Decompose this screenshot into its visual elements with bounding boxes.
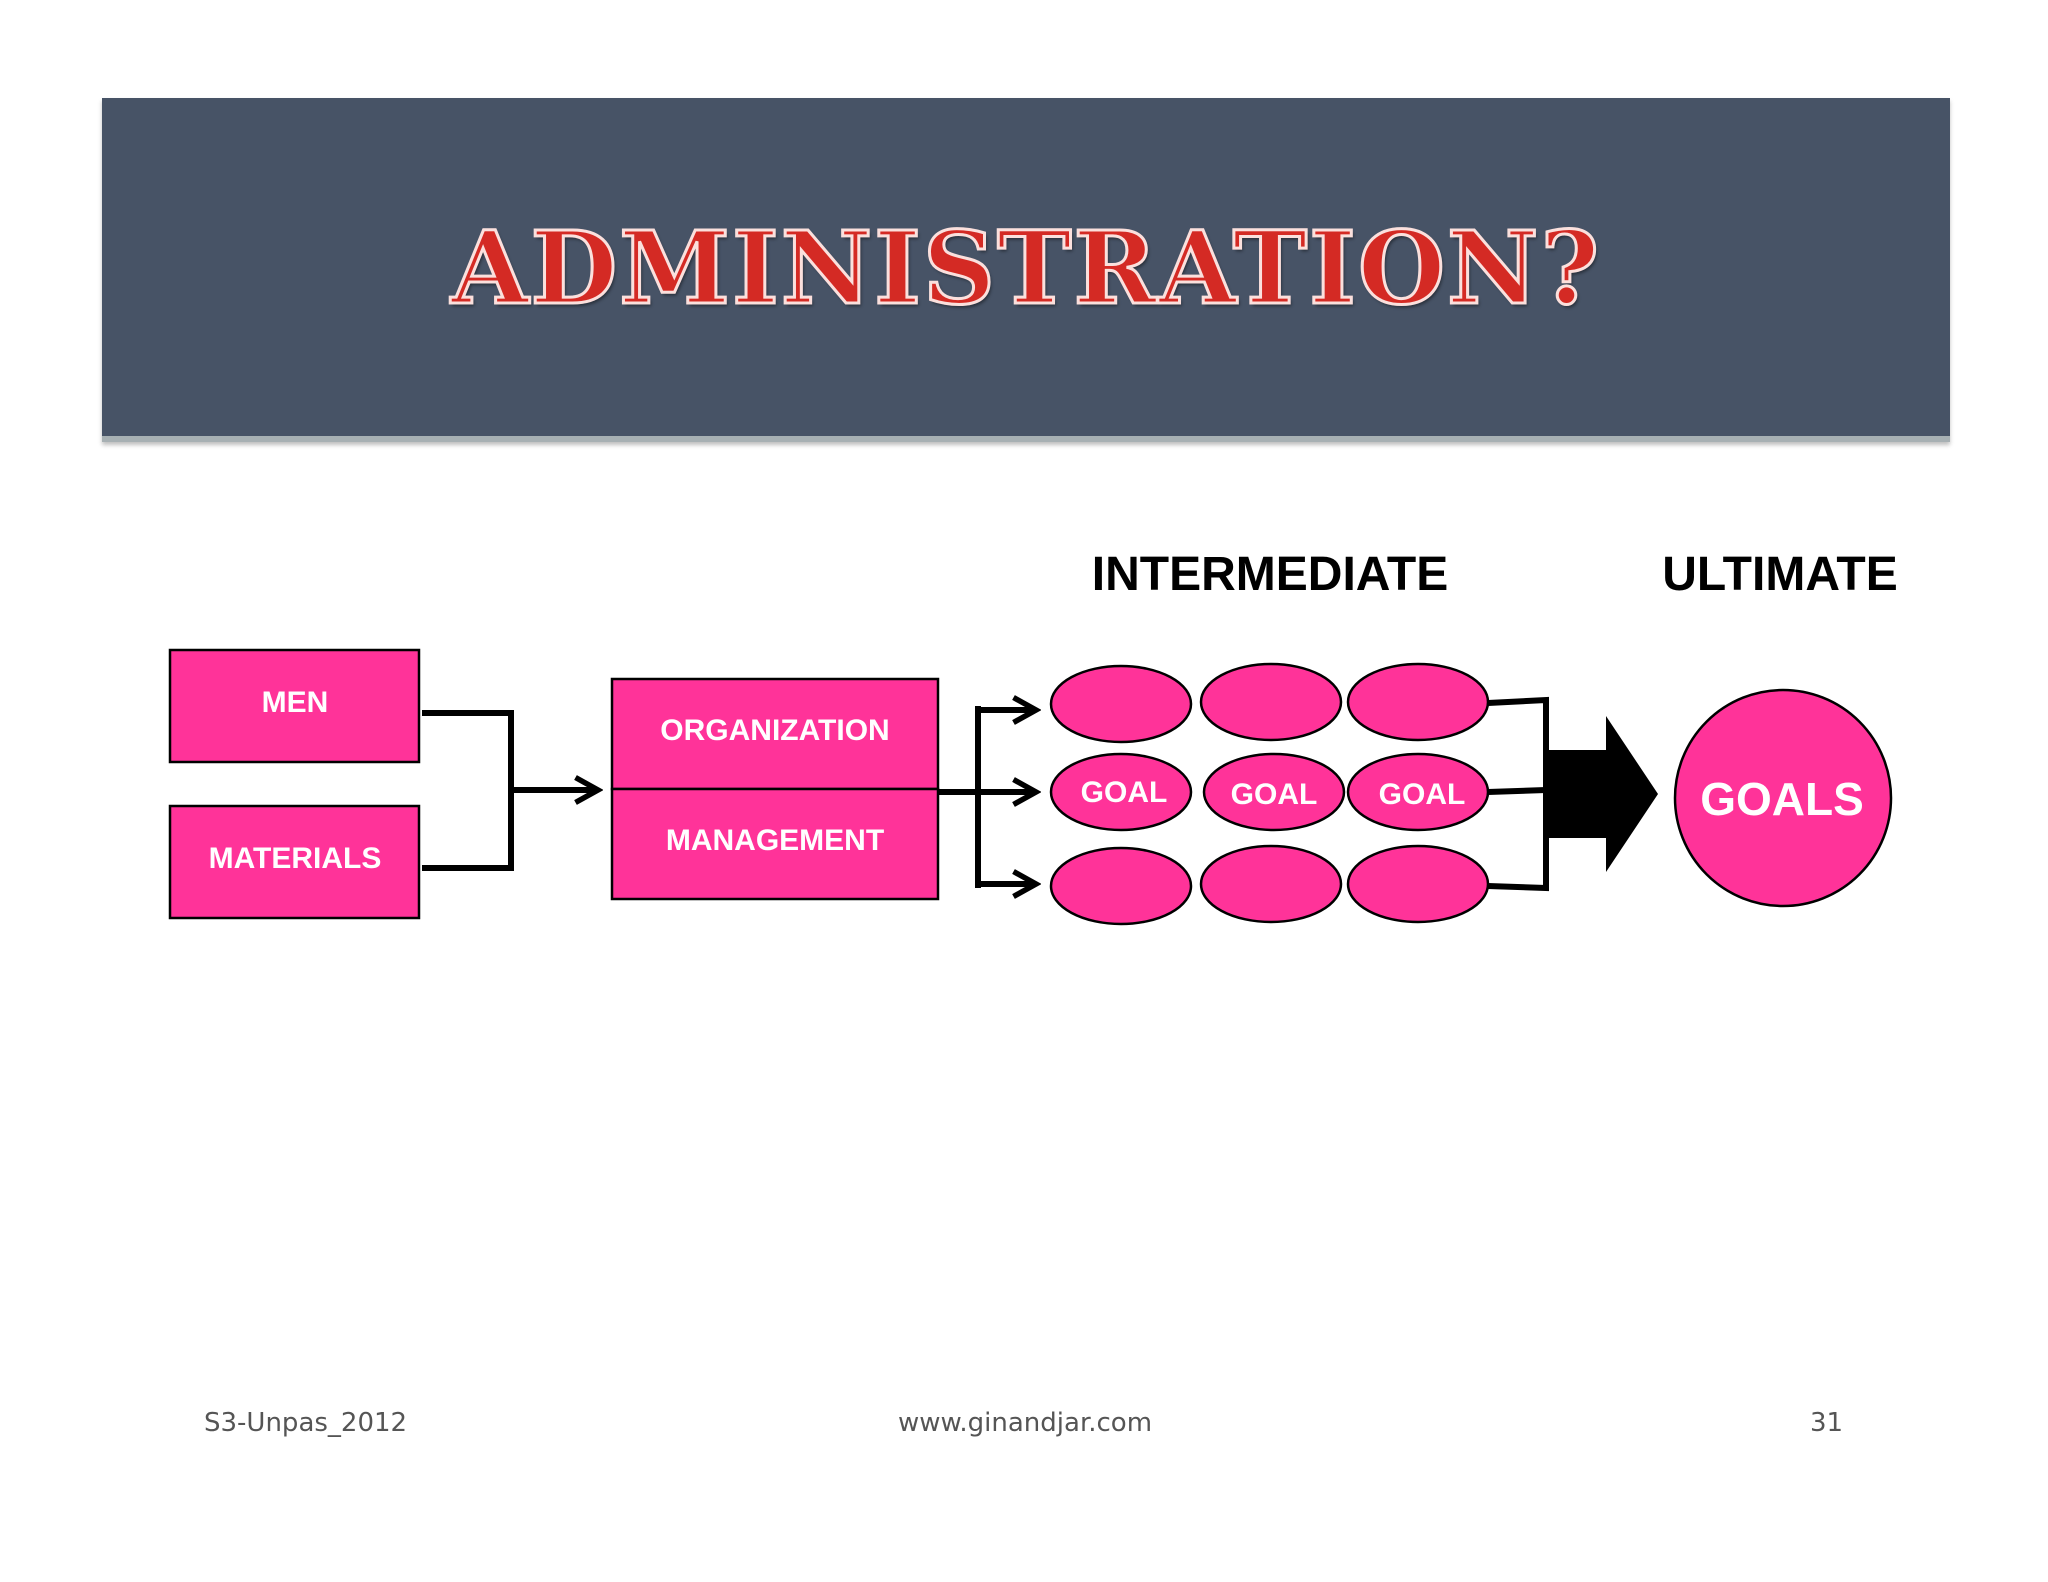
organization-label: ORGANIZATION bbox=[660, 714, 889, 747]
footer-left: S3-Unpas_2012 bbox=[204, 1408, 408, 1438]
goal-label-3: GOAL bbox=[1379, 778, 1466, 811]
goal-label-2: GOAL bbox=[1231, 778, 1318, 811]
ultimate-header: ULTIMATE bbox=[1662, 548, 1898, 601]
goal-ellipse-bottom-3 bbox=[1346, 844, 1490, 924]
materials-label: MATERIALS bbox=[209, 842, 382, 875]
goals-gather-middle-line bbox=[1487, 787, 1547, 795]
men-box bbox=[168, 648, 421, 764]
ultimate-goal-label: GOALS bbox=[1700, 773, 1864, 825]
goal-label-1: GOAL bbox=[1081, 776, 1168, 809]
footer-url: www.ginandjar.com bbox=[898, 1408, 1153, 1438]
materials-box bbox=[168, 804, 421, 920]
page-number: 31 bbox=[1810, 1408, 1844, 1438]
goal-ellipse-top-2 bbox=[1199, 662, 1343, 742]
title-banner: ADMINISTRATION? bbox=[102, 98, 1950, 442]
goal-ellipse-middle-1 bbox=[1049, 752, 1193, 832]
goal-ellipse-bottom-1 bbox=[1049, 846, 1193, 926]
block-arrow-icon bbox=[1546, 716, 1658, 872]
intermediate-header: INTERMEDIATE bbox=[1092, 548, 1448, 601]
goal-ellipse-bottom-2 bbox=[1199, 844, 1343, 924]
slide-title: ADMINISTRATION? bbox=[449, 208, 1602, 329]
goal-ellipse-top-1 bbox=[1049, 664, 1193, 744]
inputs-bracket-connector bbox=[422, 710, 514, 871]
goal-ellipse-middle-2 bbox=[1202, 752, 1346, 832]
men-label: MEN bbox=[262, 686, 329, 719]
management-box bbox=[610, 787, 940, 901]
ultimate-goal-circle bbox=[1673, 688, 1893, 908]
goal-ellipse-top-3 bbox=[1346, 662, 1490, 742]
management-label: MANAGEMENT bbox=[666, 824, 884, 857]
